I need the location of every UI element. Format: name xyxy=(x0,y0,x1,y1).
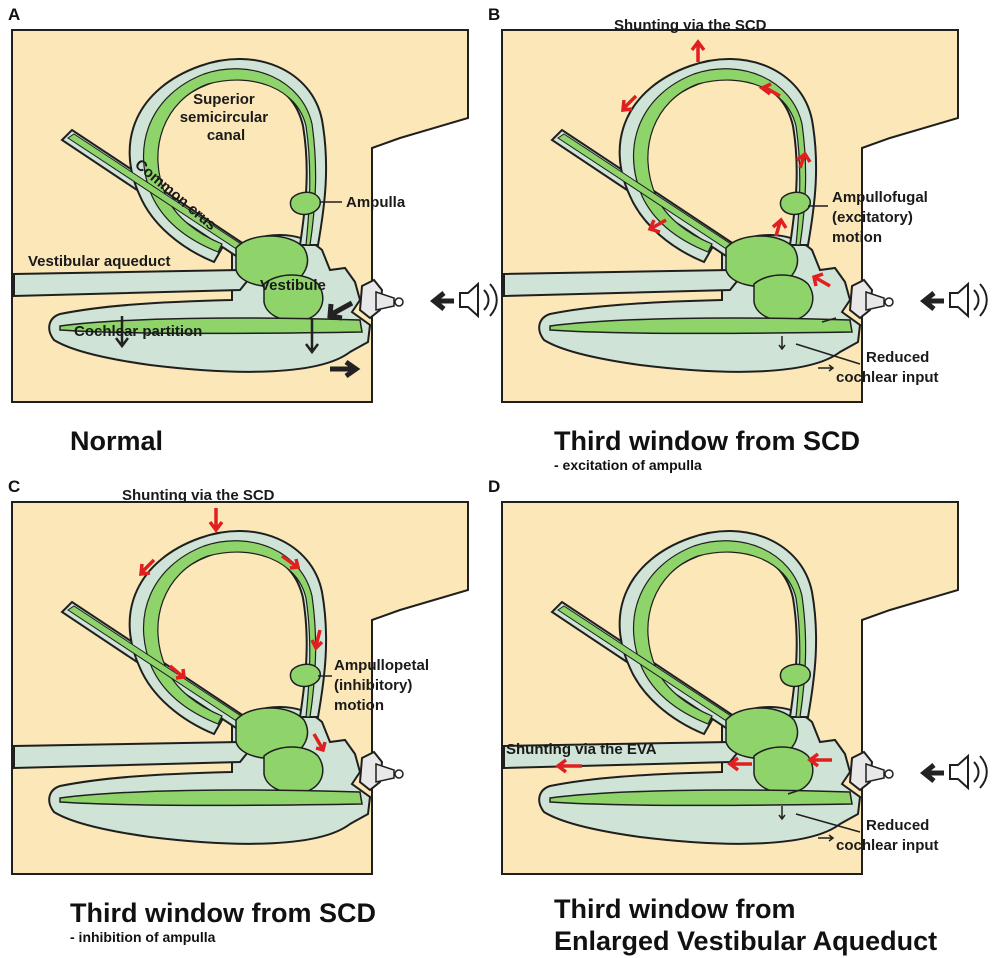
panel-letter-a: A xyxy=(8,5,20,24)
ampulla-motion-label: Ampullopetal (inhibitory) motion xyxy=(334,657,433,714)
panel-title-a: Normal xyxy=(70,426,163,456)
aqueduct-label: Vestibular aqueduct xyxy=(28,253,171,270)
ampulla-motion-label: Ampullofugal (excitatory) motion xyxy=(832,189,932,246)
panel-a: A Superior semicircular canal Common cru… xyxy=(8,5,497,456)
speaker-icon xyxy=(460,284,497,316)
speaker-icon xyxy=(950,756,987,788)
panel-subtitle-c: - inhibition of ampulla xyxy=(70,929,216,945)
panel-title-d: Third window from Enlarged Vestibular Aq… xyxy=(554,894,937,956)
panel-letter-d: D xyxy=(488,477,500,496)
anatomy-a xyxy=(12,30,468,402)
cochlea-label: Cochlear partition xyxy=(74,323,202,340)
speaker-icon xyxy=(950,284,987,316)
panel-letter-c: C xyxy=(8,477,20,496)
shunt-label: Shunting via the SCD xyxy=(614,17,767,34)
vestibule-label: Vestibule xyxy=(260,277,326,294)
panel-d: D Shunting via the EVA Reduced cochlear … xyxy=(488,477,987,956)
shunt-label: Shunting via the SCD xyxy=(122,487,275,504)
panel-letter-b: B xyxy=(488,5,500,24)
panel-title-c: Third window from SCD xyxy=(70,898,376,928)
panel-c: C Shunting via the SCD Ampullopetal (inh… xyxy=(8,477,468,945)
sound-input-arrow xyxy=(924,765,944,781)
panel-title-b: Third window from SCD xyxy=(554,426,860,456)
panel-b: B Shunting via the SCD Ampullofugal (exc… xyxy=(488,5,987,473)
panel-subtitle-b: - excitation of ampulla xyxy=(554,457,702,473)
sound-input-arrow xyxy=(924,293,944,309)
eva-shunt-label: Shunting via the EVA xyxy=(506,741,657,758)
ampulla-label: Ampulla xyxy=(346,194,406,211)
sound-input-arrow xyxy=(434,293,454,309)
